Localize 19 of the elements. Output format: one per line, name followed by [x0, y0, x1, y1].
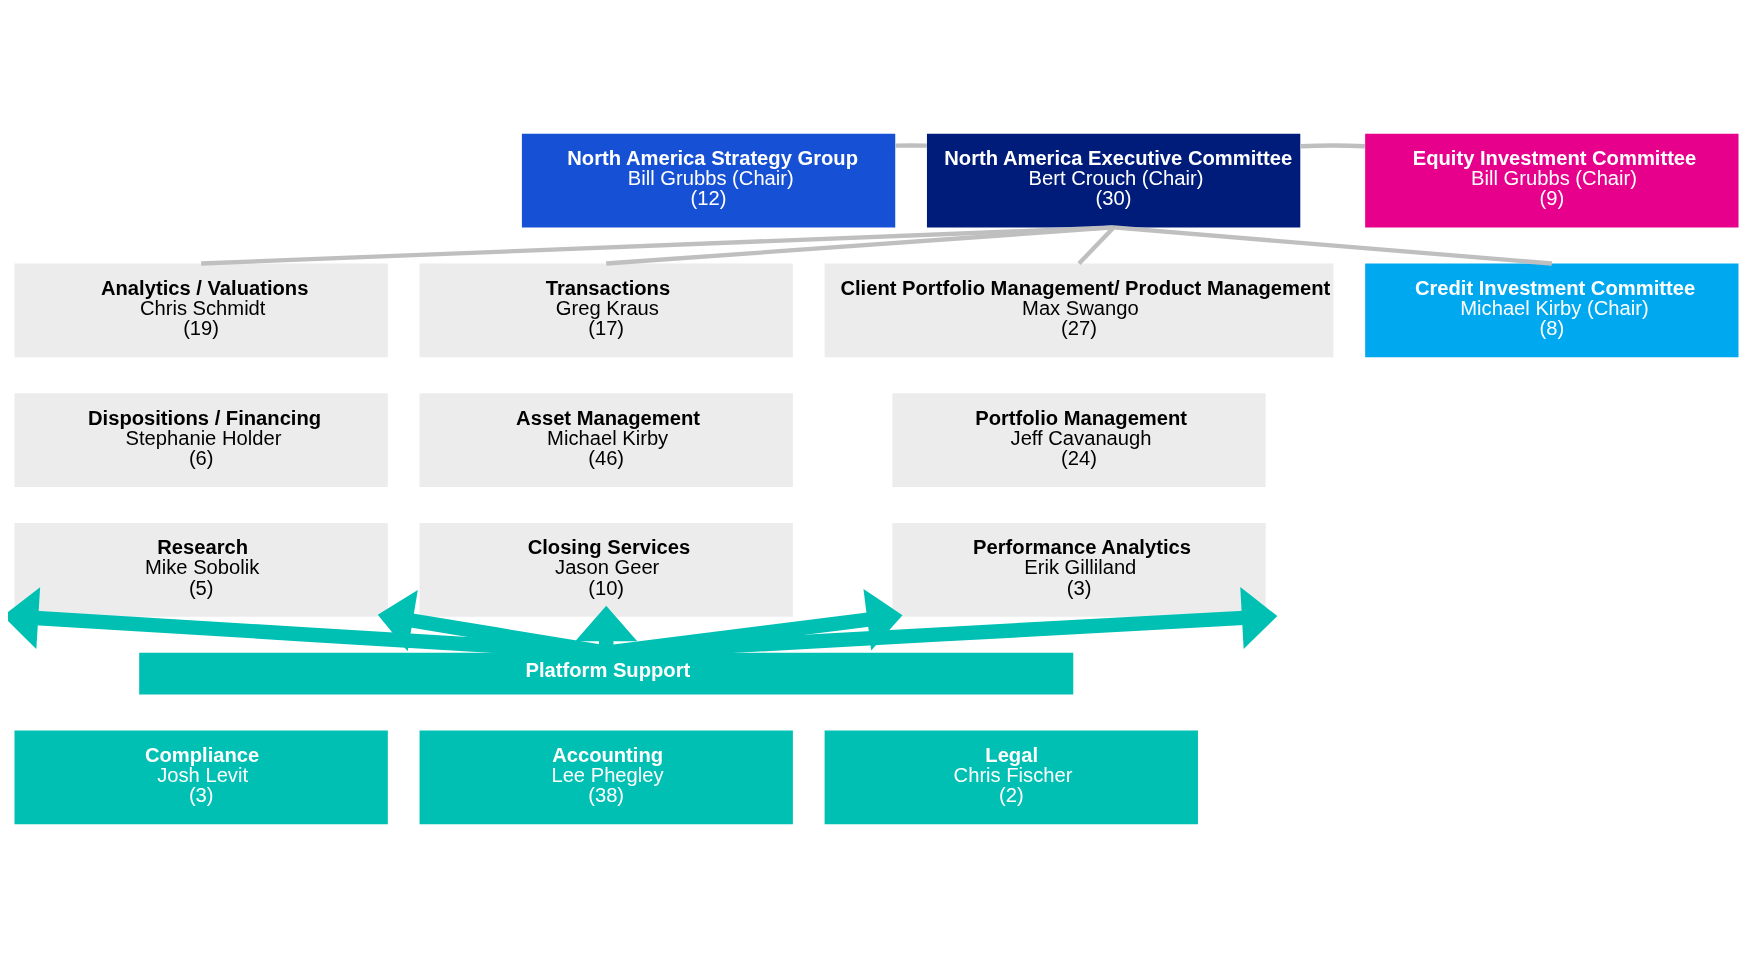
- node-box: Research Mike Sobolik (5): [14, 522, 388, 617]
- node-box: Equity Investment Committee Bill Grubbs (Chair) (9): [1365, 133, 1739, 228]
- connector: [606, 225, 1114, 266]
- connector: [1113, 225, 1552, 266]
- node-box: Closing Services Jason Geer (10): [419, 522, 793, 617]
- connector: [201, 225, 1114, 266]
- connector: [1300, 143, 1365, 149]
- node-box: Analytics / Valuations Chris Schmidt (19): [14, 263, 388, 358]
- node-box: North America Strategy Group Bill Grubbs (Chair) (12): [521, 133, 896, 228]
- connector: [895, 143, 927, 148]
- node-box: Performance Analytics Erik Gilliland (3): [892, 522, 1266, 617]
- node-box: North America Executive Committee Bert Crouch (Chair) (30): [926, 133, 1301, 228]
- node-box: Client Portfolio Management/ Product Management Max Swango (27): [824, 263, 1334, 358]
- node-box: Accounting Lee Phegley (38): [419, 730, 793, 825]
- node-box: Compliance Josh Levit (3): [14, 730, 388, 825]
- node-box: Transactions Greg Kraus (17): [419, 263, 793, 358]
- node-box: Credit Investment Committee Michael Kirby (Chair) (8): [1365, 263, 1739, 358]
- node-box: Legal Chris Fischer (2): [824, 730, 1198, 825]
- node-box: Platform Support: [139, 652, 1074, 695]
